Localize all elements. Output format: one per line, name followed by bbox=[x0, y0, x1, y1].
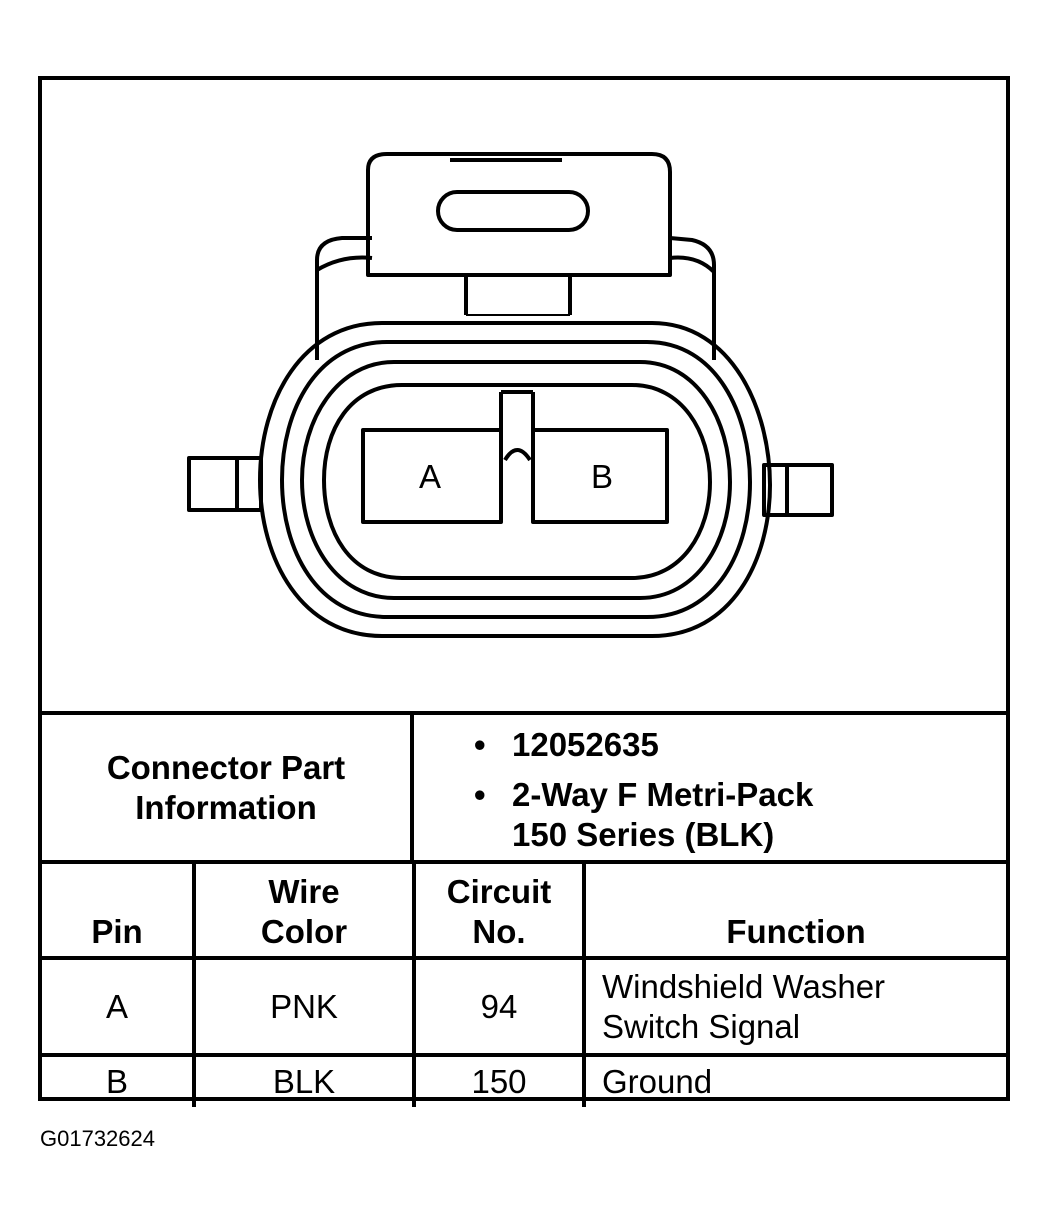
header-pin: Pin bbox=[42, 860, 196, 960]
connector-part-info-row: Connector Part Information 12052635 2-Wa… bbox=[42, 711, 1006, 860]
cell-wire-color: PNK bbox=[192, 956, 416, 1057]
left-mounting-tab bbox=[187, 456, 263, 512]
terminal-cavity-wall bbox=[322, 383, 712, 580]
rear-housing-right bbox=[669, 236, 716, 360]
figure-id: G01732624 bbox=[40, 1126, 155, 1151]
part-info-list: 12052635 2-Way F Metri-Pack 150 Series (… bbox=[414, 715, 1006, 860]
right-mounting-tab bbox=[762, 463, 834, 517]
pin-b-label: B bbox=[591, 458, 613, 495]
outer-seal-ring bbox=[258, 321, 772, 638]
connector-drawing: A B bbox=[42, 80, 1006, 711]
part-number: 12052635 bbox=[474, 725, 1006, 765]
part-info-label-line1: Connector Part bbox=[106, 748, 346, 786]
cell-pin: B bbox=[42, 1053, 196, 1107]
cell-wire-color: BLK bbox=[192, 1053, 416, 1107]
locking-tab bbox=[366, 152, 672, 277]
table-row: B BLK 150 Ground bbox=[42, 1053, 1006, 1107]
header-function: Function bbox=[582, 860, 1006, 960]
rear-housing-left bbox=[315, 236, 372, 360]
part-info-label: Connector Part Information bbox=[42, 715, 414, 860]
connector-face-illustration: A B bbox=[187, 152, 834, 638]
diagram-frame: A B Connector Part Information 12052635 … bbox=[38, 76, 1010, 1107]
connector-type: 2-Way F Metri-Pack 150 Series (BLK) bbox=[474, 775, 852, 855]
inner-seal-ring bbox=[300, 360, 732, 600]
center-key bbox=[499, 390, 535, 522]
release-slot bbox=[436, 190, 590, 232]
cell-circuit: 94 bbox=[412, 956, 586, 1057]
cell-function: Ground bbox=[582, 1053, 1006, 1107]
part-info-label-line2: Information bbox=[135, 788, 317, 826]
cell-pin: A bbox=[42, 956, 196, 1057]
cell-circuit: 150 bbox=[412, 1053, 586, 1107]
pin-a-label: A bbox=[419, 458, 441, 495]
